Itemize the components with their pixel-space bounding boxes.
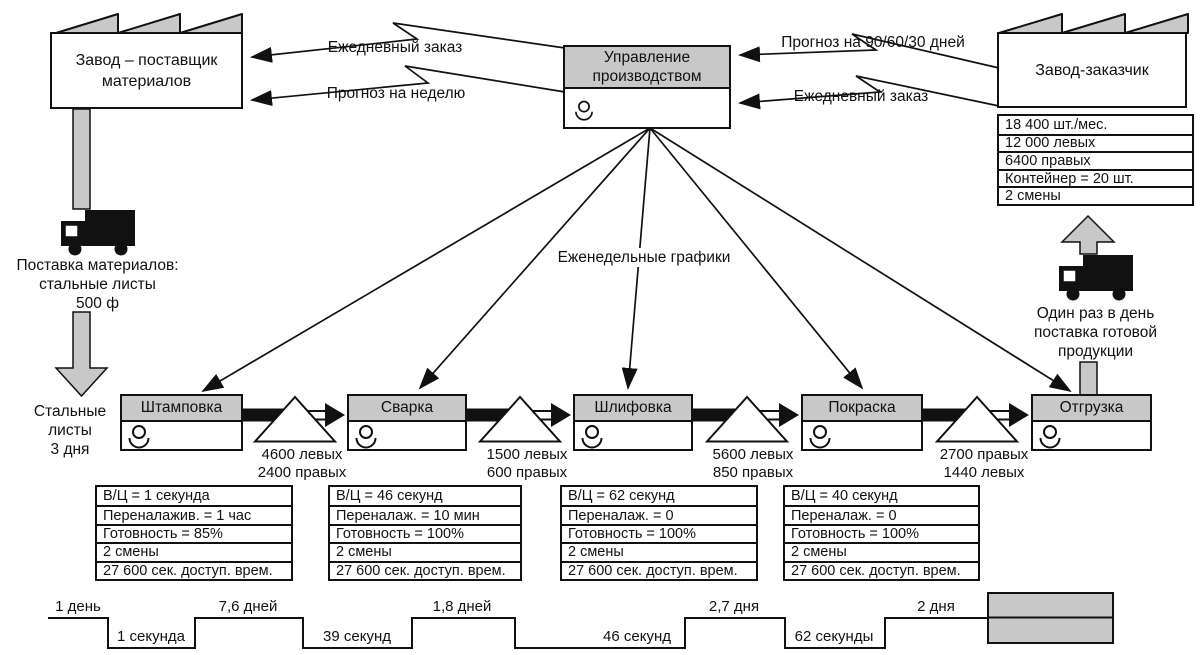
attr-row: Переналаж. = 0 bbox=[785, 505, 978, 524]
weekly-forecast-label: Прогноз на неделю bbox=[326, 85, 466, 102]
inventory-triangle-4 bbox=[934, 395, 1020, 443]
outbound-delivery-label: Один раз в день поставка готовой продукц… bbox=[1033, 305, 1158, 360]
supplier-box: Завод – поставщик материалов bbox=[50, 32, 243, 109]
inventory-label-3: 5600 левых 850 правых bbox=[712, 446, 794, 481]
timeline-high-1: 1 день bbox=[55, 598, 101, 615]
attr-row: Готовность = 100% bbox=[330, 523, 520, 542]
push-flow-3 bbox=[693, 395, 799, 443]
push-flow-2 bbox=[467, 395, 571, 443]
attr-box-welding: В/Ц = 46 секунд Переналаж. = 10 мин Гото… bbox=[328, 485, 522, 581]
attr-row: 27 600 сек. доступ. врем. bbox=[785, 560, 978, 579]
weekly-schedule-arrows bbox=[201, 127, 1072, 393]
demand-row: Контейнер = 20 шт. bbox=[999, 168, 1192, 186]
demand-row: 2 смены bbox=[999, 186, 1192, 204]
inbound-truck-icon bbox=[61, 210, 135, 256]
process-name: Сварка bbox=[349, 396, 465, 422]
timeline-low-4: 62 секунды bbox=[794, 628, 874, 645]
timeline bbox=[48, 592, 1114, 649]
inventory-triangle-2 bbox=[477, 395, 563, 443]
raw-stock-label: Стальные листы 3 дня bbox=[33, 403, 107, 458]
process-name: Штамповка bbox=[122, 396, 241, 422]
daily-order-left-label: Ежедневный заказ bbox=[327, 39, 463, 56]
attr-row: 2 смены bbox=[330, 542, 520, 560]
push-flow-1 bbox=[243, 395, 345, 443]
customer-label: Завод-заказчик bbox=[1035, 61, 1149, 79]
push-flow-4 bbox=[923, 395, 1029, 443]
timeline-high-5: 2 дня bbox=[917, 598, 955, 615]
process-name: Покраска bbox=[803, 396, 921, 422]
attr-box-grinding: В/Ц = 62 секунд Переналаж. = 0 Готовност… bbox=[560, 485, 758, 581]
attr-row: Готовность = 85% bbox=[97, 523, 291, 542]
inventory-label-1: 4600 левых 2400 правых bbox=[257, 446, 347, 481]
inbound-shipment-arrow bbox=[54, 108, 109, 398]
attr-row: Готовность = 100% bbox=[785, 523, 978, 542]
daily-order-left-arrow bbox=[250, 22, 566, 63]
inventory-triangle-3 bbox=[704, 395, 790, 443]
attr-row: Переналажив. = 1 час bbox=[97, 505, 291, 524]
production-control-box: Управление производством bbox=[563, 45, 731, 129]
demand-row: 6400 правых bbox=[999, 151, 1192, 169]
demand-row: 12 000 левых bbox=[999, 133, 1192, 151]
supplier-label: Завод – поставщик материалов bbox=[75, 51, 218, 90]
attr-box-painting: В/Ц = 40 секунд Переналаж. = 0 Готовност… bbox=[783, 485, 980, 581]
info-flow-arrows bbox=[250, 22, 1000, 110]
customer-box: Завод-заказчик bbox=[997, 32, 1187, 108]
attr-box-stamping: В/Ц = 1 секунда Переналажив. = 1 час Гот… bbox=[95, 485, 293, 581]
production-control-header: Управление производством bbox=[565, 47, 729, 89]
attr-row: 27 600 сек. доступ. врем. bbox=[330, 560, 520, 579]
supplier-factory-icon bbox=[55, 13, 243, 34]
timeline-high-2: 7,6 дней bbox=[218, 598, 278, 615]
timeline-high-4: 2,7 дня bbox=[708, 598, 760, 615]
process-box-shipping: Отгрузка bbox=[1031, 394, 1152, 451]
process-box-grinding: Шлифовка bbox=[573, 394, 693, 451]
process-name: Отгрузка bbox=[1033, 396, 1150, 422]
process-box-welding: Сварка bbox=[347, 394, 467, 451]
attr-row: В/Ц = 40 секунд bbox=[791, 488, 898, 505]
forecast-906030-arrow bbox=[738, 33, 1000, 69]
attr-row: 2 смены bbox=[97, 542, 291, 560]
timeline-high-3: 1,8 дней bbox=[432, 598, 492, 615]
inbound-delivery-label: Поставка материалов: стальные листы 500 … bbox=[16, 257, 179, 312]
timeline-low-3: 46 секунд bbox=[603, 628, 671, 645]
attr-row: 27 600 сек. доступ. врем. bbox=[562, 560, 756, 579]
inventory-label-2: 1500 левых 600 правых bbox=[486, 446, 568, 481]
timeline-low-1: 1 секунда bbox=[117, 628, 185, 645]
process-box-stamping: Штамповка bbox=[120, 394, 243, 451]
process-box-painting: Покраска bbox=[801, 394, 923, 451]
production-control-label: Управление производством bbox=[592, 49, 702, 85]
attr-row: 27 600 сек. доступ. врем. bbox=[97, 560, 291, 579]
demand-row: 18 400 шт./мес. bbox=[1005, 116, 1108, 133]
inventory-triangle-1 bbox=[252, 395, 338, 443]
inventory-label-4: 2700 правых 1440 левых bbox=[939, 446, 1029, 481]
timeline-low-2: 39 секунд bbox=[323, 628, 391, 645]
daily-order-right-label: Ежедневный заказ bbox=[793, 88, 929, 105]
attr-row: Переналаж. = 10 мин bbox=[330, 505, 520, 524]
customer-factory-icon bbox=[998, 13, 1189, 34]
attr-row: 2 смены bbox=[785, 542, 978, 560]
weekly-forecast-arrow bbox=[250, 65, 566, 107]
attr-row: В/Ц = 1 секунда bbox=[103, 488, 210, 505]
weekly-schedules-label: Еженедельные графики bbox=[552, 248, 736, 267]
forecast-906030-label: Прогноз на 90/60/30 дней bbox=[781, 34, 965, 51]
daily-order-right-arrow bbox=[738, 75, 1000, 110]
attr-row: В/Ц = 46 секунд bbox=[336, 488, 443, 505]
attr-row: 2 смены bbox=[562, 542, 756, 560]
outbound-truck-icon bbox=[1059, 255, 1133, 301]
process-name: Шлифовка bbox=[575, 396, 691, 422]
customer-demand-table: 18 400 шт./мес. 12 000 левых 6400 правых… bbox=[997, 114, 1194, 206]
attr-row: Переналаж. = 0 bbox=[562, 505, 756, 524]
attr-row: В/Ц = 62 секунд bbox=[568, 488, 675, 505]
attr-row: Готовность = 100% bbox=[562, 523, 756, 542]
